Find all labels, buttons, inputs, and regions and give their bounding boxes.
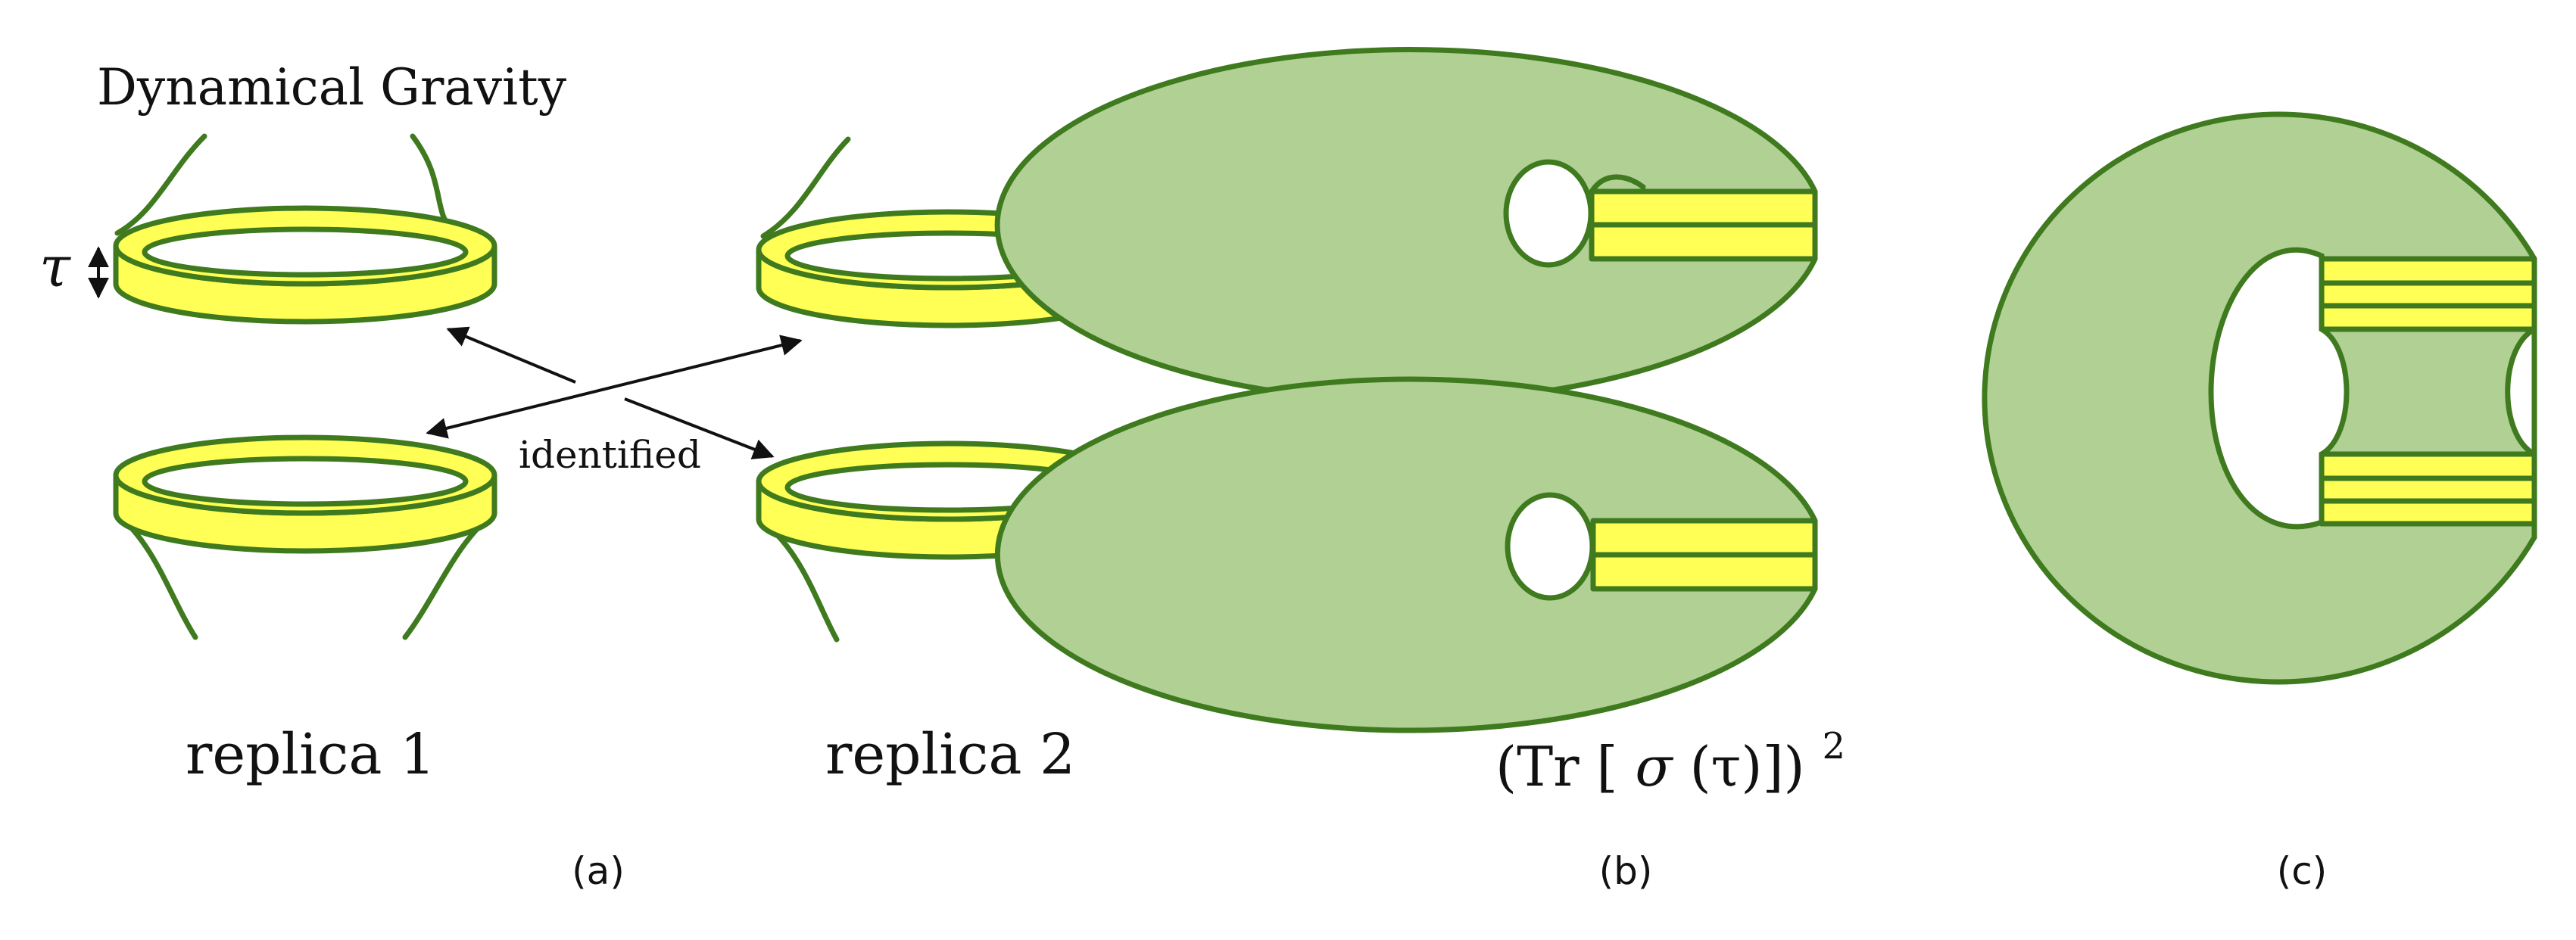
- wormhole-band-upper-3: [2319, 303, 2537, 332]
- wormhole-inner-hole: [2208, 247, 2350, 530]
- wormhole-band-upper-1: [2319, 256, 2537, 286]
- caption-c: (c): [2277, 849, 2328, 893]
- band-bottom-1: [1590, 518, 1818, 558]
- disconnected-geometry-top: [994, 47, 1818, 403]
- wormhole-band-lower-2: [2319, 475, 2537, 504]
- replica-2-label: replica 2: [825, 722, 1075, 787]
- caption-a: (a): [572, 849, 625, 893]
- wormhole-band-upper-2: [2319, 280, 2537, 309]
- funnel-left-up: [114, 133, 207, 236]
- surface-bottom: [994, 376, 1818, 733]
- caption-b: (b): [1599, 849, 1653, 893]
- trace-formula: (Tr [ σ (τ)]) 2: [1495, 725, 1845, 798]
- wormhole-band-lower-3: [2319, 498, 2537, 527]
- formula-exponent: 2: [1823, 725, 1846, 767]
- panel-b: (Tr [ σ (τ)]) 2 (b): [994, 47, 1845, 893]
- band-top-1: [1589, 188, 1818, 228]
- panel-c: (c): [1982, 111, 2537, 893]
- panel-a: Dynamical Gravity τ: [39, 58, 1137, 893]
- identify-arrow-ring-1-bottom-to-ring-2-top: [426, 335, 803, 439]
- replica-1-label: replica 1: [186, 722, 435, 787]
- ring-1-top: [116, 208, 494, 322]
- replica-1-upper-boundary: [114, 133, 494, 322]
- surface-top: [994, 47, 1818, 403]
- tau-label: τ: [39, 235, 71, 300]
- wormhole-band-lower-1: [2319, 451, 2537, 481]
- band-bottom-2: [1590, 552, 1818, 592]
- formula-prefix: (Tr [: [1495, 735, 1618, 798]
- wormhole-right-notch: [2505, 325, 2537, 459]
- funnel-left-up-2: [760, 136, 851, 239]
- formula-sigma: σ: [1635, 735, 1673, 798]
- identify-arrow-to-ring-1-top: [446, 326, 576, 384]
- replica-1-lower-boundary: [116, 437, 494, 640]
- disconnected-geometry-bottom: [994, 376, 1818, 733]
- identified-label: identified: [519, 433, 701, 477]
- hole-bottom: [1505, 492, 1595, 601]
- hole-top: [1503, 159, 1594, 268]
- band-top-2: [1589, 222, 1818, 262]
- dynamical-gravity-title: Dynamical Gravity: [97, 58, 567, 117]
- identify-arrow-to-ring-2-bottom: [624, 397, 775, 459]
- ring-1-bottom: [116, 437, 494, 551]
- formula-arg: (τ)]): [1689, 735, 1804, 798]
